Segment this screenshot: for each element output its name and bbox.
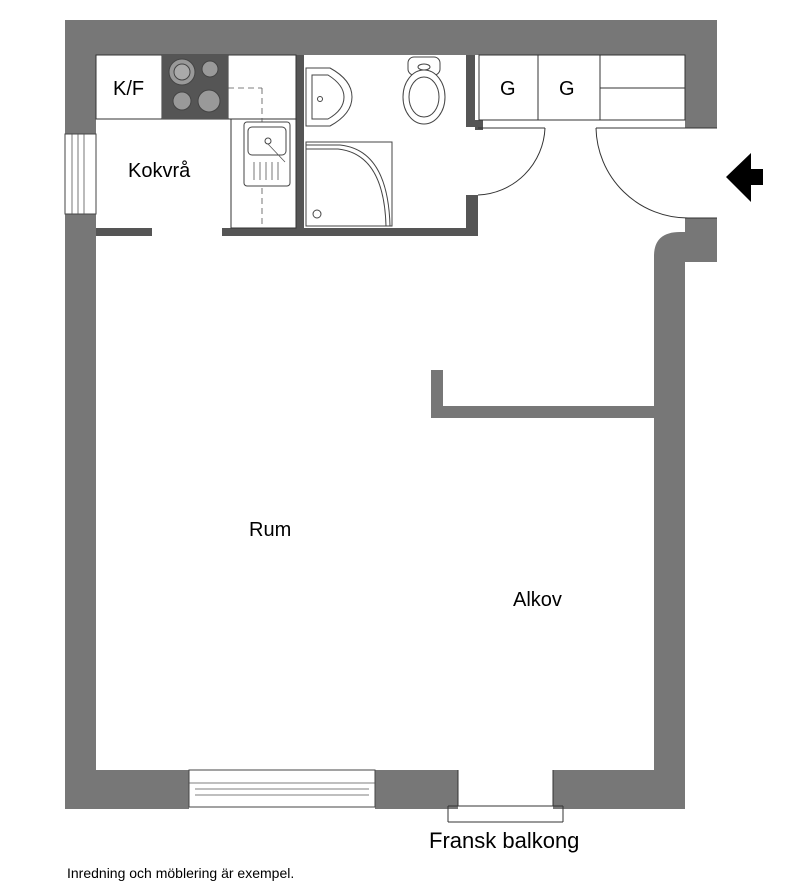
entrance-arrow-icon [726, 153, 763, 202]
wall-right-upper [685, 20, 717, 128]
shower-icon [305, 141, 393, 227]
footer-note: Inredning och möblering är exempel. [67, 865, 294, 881]
label-balcony: Fransk balkong [429, 828, 579, 853]
wall-bottom-right [553, 770, 685, 809]
bathroom-right-wall [466, 55, 475, 127]
bathroom-bottom-wall [222, 228, 478, 236]
bathroom-door [477, 127, 546, 196]
label-alkov: Alkov [513, 589, 562, 611]
bathroom-left-wall [296, 55, 304, 236]
room-window [188, 769, 376, 808]
label-kf: K/F [113, 78, 144, 100]
interior-walls [96, 55, 483, 236]
kitchen-wall-left-stub [96, 228, 152, 236]
stove-icon [162, 55, 228, 119]
wall-top [65, 20, 717, 55]
wall-left-lower [65, 214, 96, 809]
label-kokvra: Kokvrå [128, 160, 191, 182]
label-rum: Rum [249, 519, 291, 541]
kitchen-window [64, 133, 97, 215]
closet-wall [475, 120, 483, 130]
sink-icon [243, 121, 291, 187]
french-balcony [447, 770, 564, 823]
toilet-icon [402, 56, 446, 125]
wall-bottom-mid [375, 770, 458, 809]
wall-alcove-partition-vertical [431, 370, 443, 418]
entrance-door [595, 127, 717, 219]
label-closet-g2: G [559, 78, 575, 100]
wall-left-upper [65, 20, 96, 134]
walls [65, 20, 717, 809]
wall-bottom-left [65, 770, 189, 809]
wall-alcove-partition-horizontal [431, 406, 656, 418]
closets [478, 54, 686, 121]
washbasin-icon [305, 67, 353, 127]
wall-right-lower [654, 218, 717, 808]
label-closet-g1: G [500, 78, 516, 100]
bathroom-right-wall-lower [466, 195, 478, 236]
